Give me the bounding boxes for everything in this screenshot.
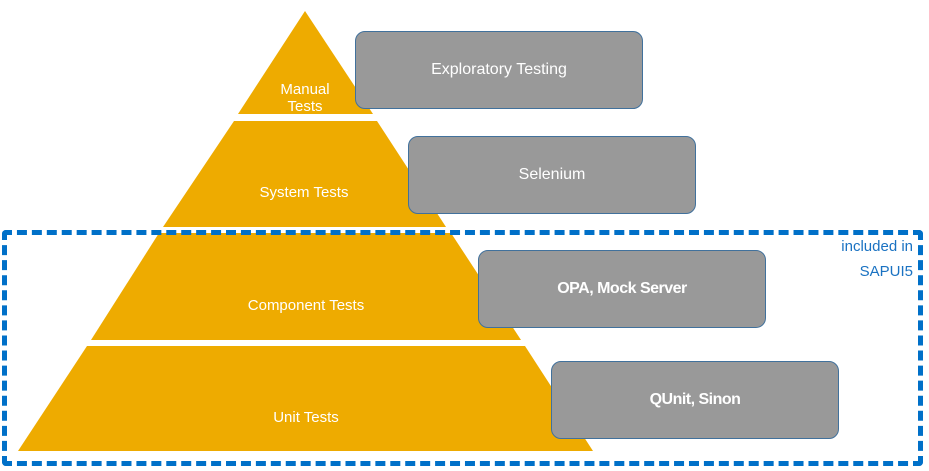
sapui5-scope-boundary (2, 230, 923, 466)
label-manual-tests: Manual Tests (280, 81, 329, 115)
layer-manual-tests (238, 11, 373, 114)
layer-unit-tests (18, 346, 593, 451)
label-component-tests: Component Tests (247, 297, 365, 314)
tool-opa-mock-server: OPA, Mock Server (478, 250, 766, 328)
layer-component-tests (91, 233, 521, 340)
tool-qunit-sinon: QUnit, Sinon (551, 361, 839, 439)
tool-selenium: Selenium (408, 136, 696, 214)
scope-label-line2: SAPUI5 (859, 263, 913, 280)
label-unit-tests: Unit Tests (273, 409, 339, 426)
layer-system-tests (163, 121, 446, 227)
label-system-tests: System Tests (259, 184, 349, 201)
label-manual-line1: Manual (280, 81, 330, 98)
tool-exploratory-testing: Exploratory Testing (355, 31, 643, 109)
scope-label-line1: included in (841, 238, 913, 255)
label-manual-line2: Tests (287, 98, 323, 115)
